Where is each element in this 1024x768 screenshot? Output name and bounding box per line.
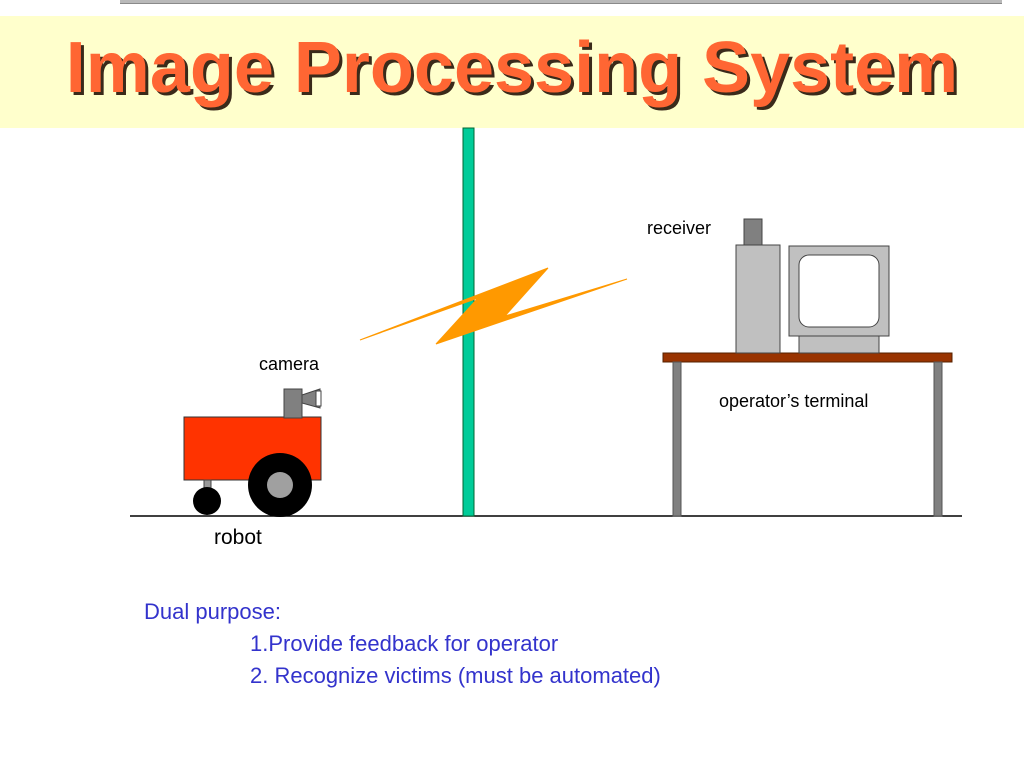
camera-label: camera [259, 354, 320, 374]
purpose-heading: Dual purpose: [144, 599, 281, 624]
computer-tower [735, 244, 781, 354]
purpose-item: 2. Recognize victims (must be automated) [250, 663, 661, 688]
purpose-item: 1.Provide feedback for operator [250, 631, 559, 656]
title-band [0, 16, 1024, 128]
monitor-screen [798, 254, 880, 328]
lightning-bolt-icon [359, 267, 628, 345]
robot [183, 388, 322, 517]
robot-label: robot [214, 526, 262, 549]
terminal-label: operator’s terminal [719, 391, 869, 411]
computer-icon [735, 218, 890, 354]
table-leg-right [933, 361, 943, 517]
camera-icon [283, 388, 322, 419]
robot-small-wheel [193, 487, 221, 515]
receiver-antenna [743, 218, 763, 247]
slide-title: Image Processing System [65, 28, 959, 108]
purpose-block: Dual purpose: 1.Provide feedback for ope… [144, 596, 661, 692]
receiver-label: receiver [647, 218, 712, 238]
table-top [662, 352, 953, 363]
terminal-table [662, 352, 953, 517]
monitor-base [798, 335, 880, 354]
top-rule [120, 0, 1002, 4]
table-leg-left [672, 361, 682, 517]
